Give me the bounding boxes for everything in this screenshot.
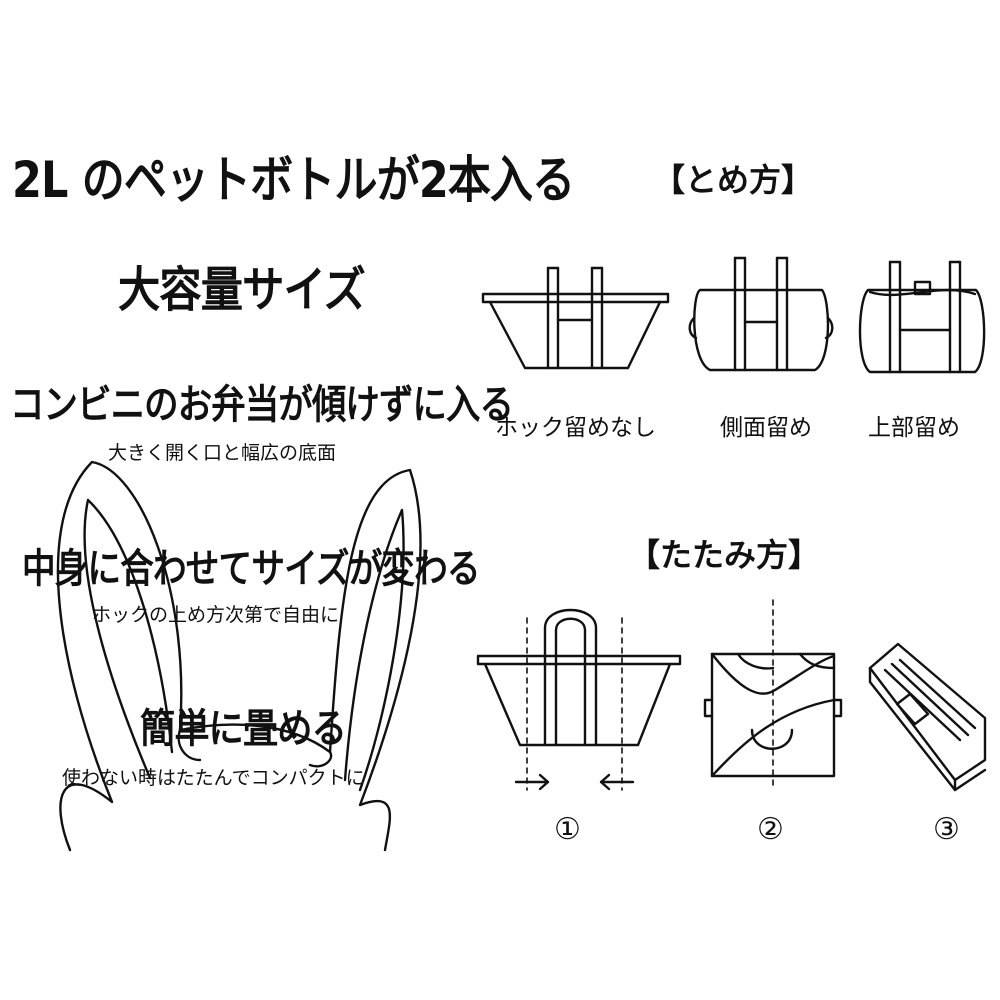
rolled-bag-icon bbox=[868, 642, 987, 792]
fold-guide-icon bbox=[476, 608, 682, 791]
feature-1-subtitle: 大きく開く口と幅広の底面 bbox=[108, 442, 337, 464]
bag-side-snap-icon bbox=[688, 256, 834, 372]
fastening-option-top: 上部留め bbox=[868, 415, 960, 441]
bag-open-icon bbox=[481, 266, 670, 370]
folding-step-2-label: ② bbox=[757, 812, 784, 847]
headline-capacity: 2L のペットボトルが2本入る bbox=[12, 151, 575, 209]
feature-2-title: 中身に合わせてサイズが変わる bbox=[22, 546, 480, 592]
headline-large-size: 大容量サイズ bbox=[118, 262, 366, 318]
folded-square-icon bbox=[703, 599, 843, 791]
fastening-section-title: 【とめ方】 bbox=[653, 161, 814, 199]
fastening-option-no-snap: ホック留めなし bbox=[495, 415, 656, 441]
fastening-option-side: 側面留め bbox=[720, 415, 812, 441]
feature-3-subtitle: 使わない時はたたんでコンパクトに bbox=[62, 767, 365, 789]
feature-1-title: コンビニのお弁当が傾けずに入る bbox=[10, 382, 514, 428]
feature-2-subtitle: ホックの上め方次第で自由に bbox=[92, 604, 340, 626]
rabbit-ears-outline bbox=[56, 460, 422, 852]
bag-top-snap-icon bbox=[858, 260, 986, 374]
folding-step-3-label: ③ bbox=[933, 812, 960, 847]
folding-section-title: 【たたみ方】 bbox=[628, 536, 821, 574]
feature-3-title: 簡単に畳める bbox=[140, 706, 347, 752]
folding-step-1-label: ① bbox=[554, 812, 581, 847]
